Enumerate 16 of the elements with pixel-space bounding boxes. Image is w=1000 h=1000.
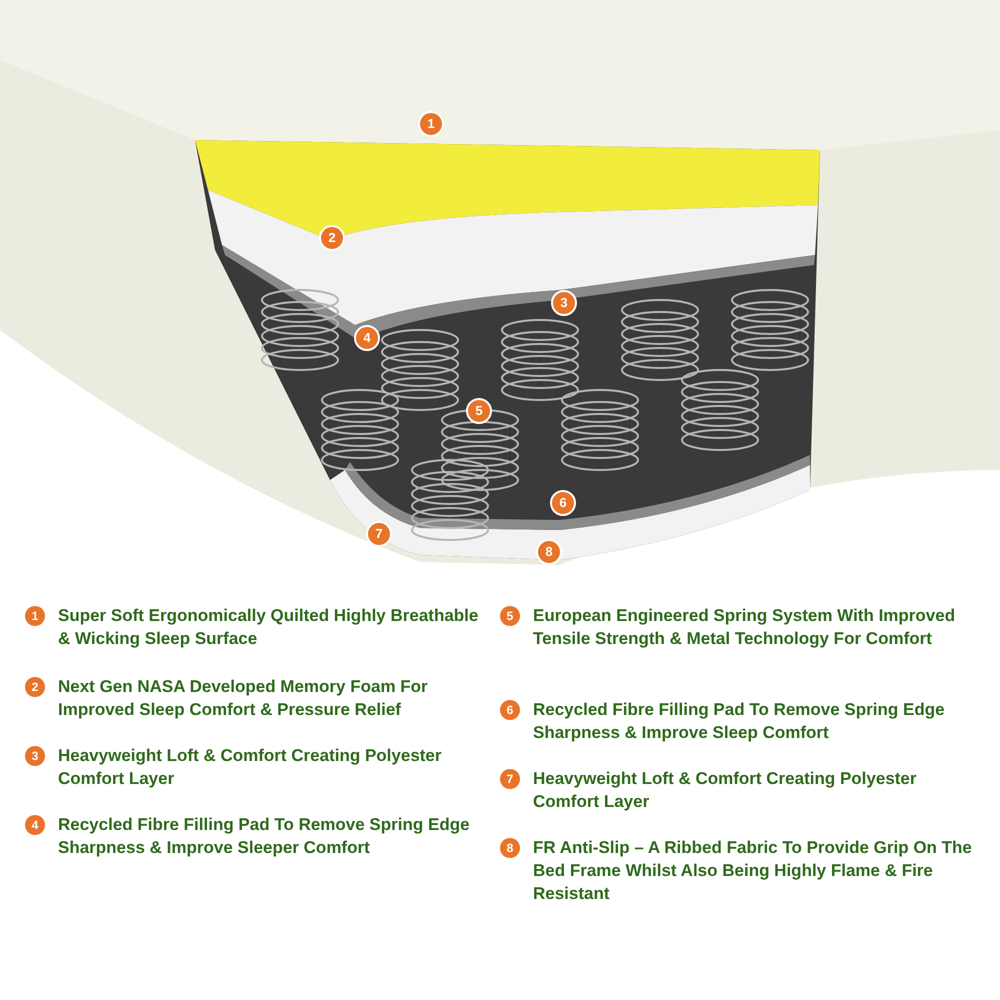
layer-description: Heavyweight Loft & Comfort Creating Polyester Comfort Layer (58, 745, 443, 790)
list-number: 6 (500, 700, 520, 720)
layer-description: European Engineered Spring System With Improved Tensile Strength & Metal Technology For Comfort (533, 605, 956, 650)
list-number: 2 (25, 677, 45, 697)
list-number: 1 (25, 606, 45, 626)
layer-description: FR Anti-Slip – A Ribbed Fabric To Provide Grip On The Bed Frame Whilst Also Being Highly Flame & Fire Resistant (533, 837, 973, 905)
layer-description: Recycled Fibre Filling Pad To Remove Spring Edge Sharpness & Improve Sleeper Comfort (58, 814, 471, 859)
layer-description: Next Gen NASA Developed Memory Foam For Improved Sleep Comfort & Pressure Relief (58, 676, 429, 721)
layer-description: Recycled Fibre Filling Pad To Remove Spring Edge Sharpness & Improve Sleep Comfort (533, 699, 946, 744)
list-number: 5 (500, 606, 520, 626)
layer-description: Super Soft Ergonomically Quilted Highly Breathable & Wicking Sleep Surface (58, 605, 480, 650)
list-number: 7 (500, 769, 520, 789)
list-number: 4 (25, 815, 45, 835)
list-number: 3 (25, 746, 45, 766)
list-number: 8 (500, 838, 520, 858)
layer-description: Heavyweight Loft & Comfort Creating Polyester Comfort Layer (533, 768, 918, 813)
